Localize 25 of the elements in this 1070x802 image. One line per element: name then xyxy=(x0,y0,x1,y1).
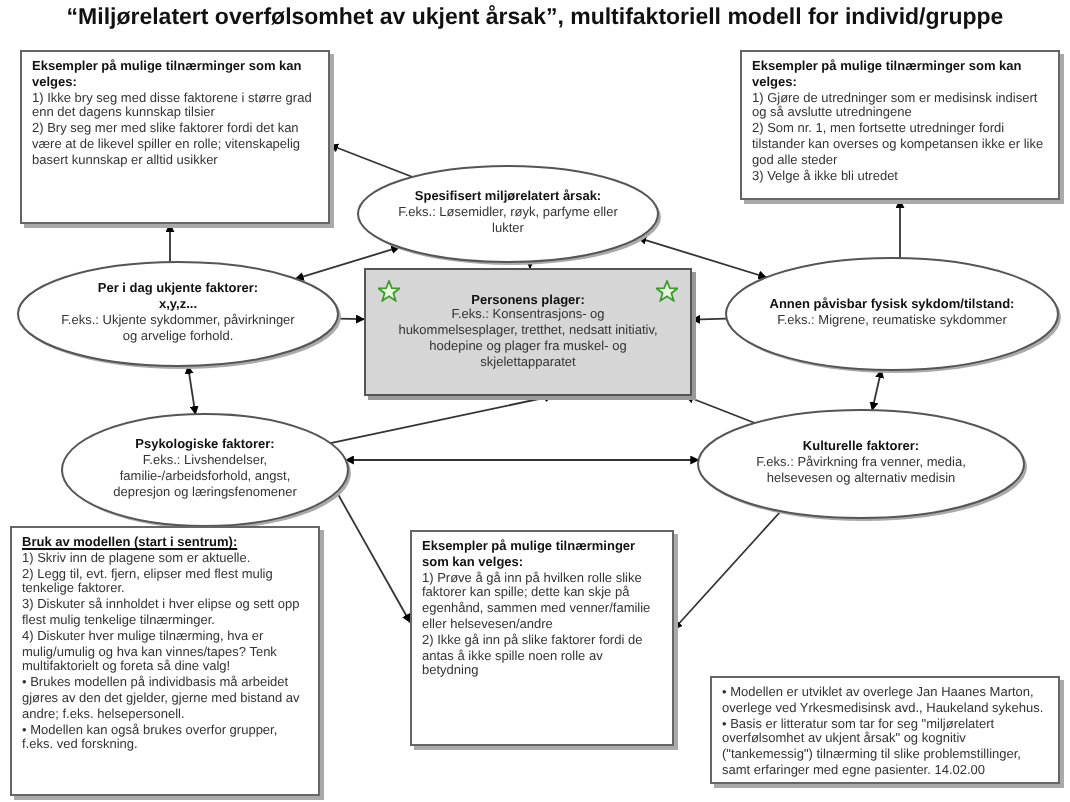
text-box xyxy=(710,676,1060,784)
complaint-box xyxy=(364,268,692,396)
arrow xyxy=(165,223,175,263)
text-box xyxy=(10,526,320,796)
arrow xyxy=(869,368,884,412)
factor-ellipse xyxy=(60,412,350,528)
arrow xyxy=(684,394,756,424)
arrow xyxy=(335,490,411,624)
arrow xyxy=(344,455,700,465)
arrow xyxy=(691,314,728,324)
arrow xyxy=(895,199,905,259)
arrow xyxy=(184,364,199,416)
diagram-title: “Miljørelatert overfølsomhet av ukjent årsak”, multifaktoriell modell for individ/gruppe xyxy=(64,6,1006,30)
factor-ellipse xyxy=(724,256,1060,372)
arrow xyxy=(329,143,414,178)
arrow xyxy=(673,510,782,630)
text-box xyxy=(740,50,1060,200)
arrow xyxy=(294,245,401,281)
factor-ellipse xyxy=(16,260,340,368)
factor-ellipse xyxy=(696,408,1026,520)
arrow xyxy=(637,235,768,280)
text-box xyxy=(410,530,674,746)
factor-ellipse xyxy=(356,164,660,264)
text-box xyxy=(20,50,330,224)
arrow xyxy=(336,314,365,324)
